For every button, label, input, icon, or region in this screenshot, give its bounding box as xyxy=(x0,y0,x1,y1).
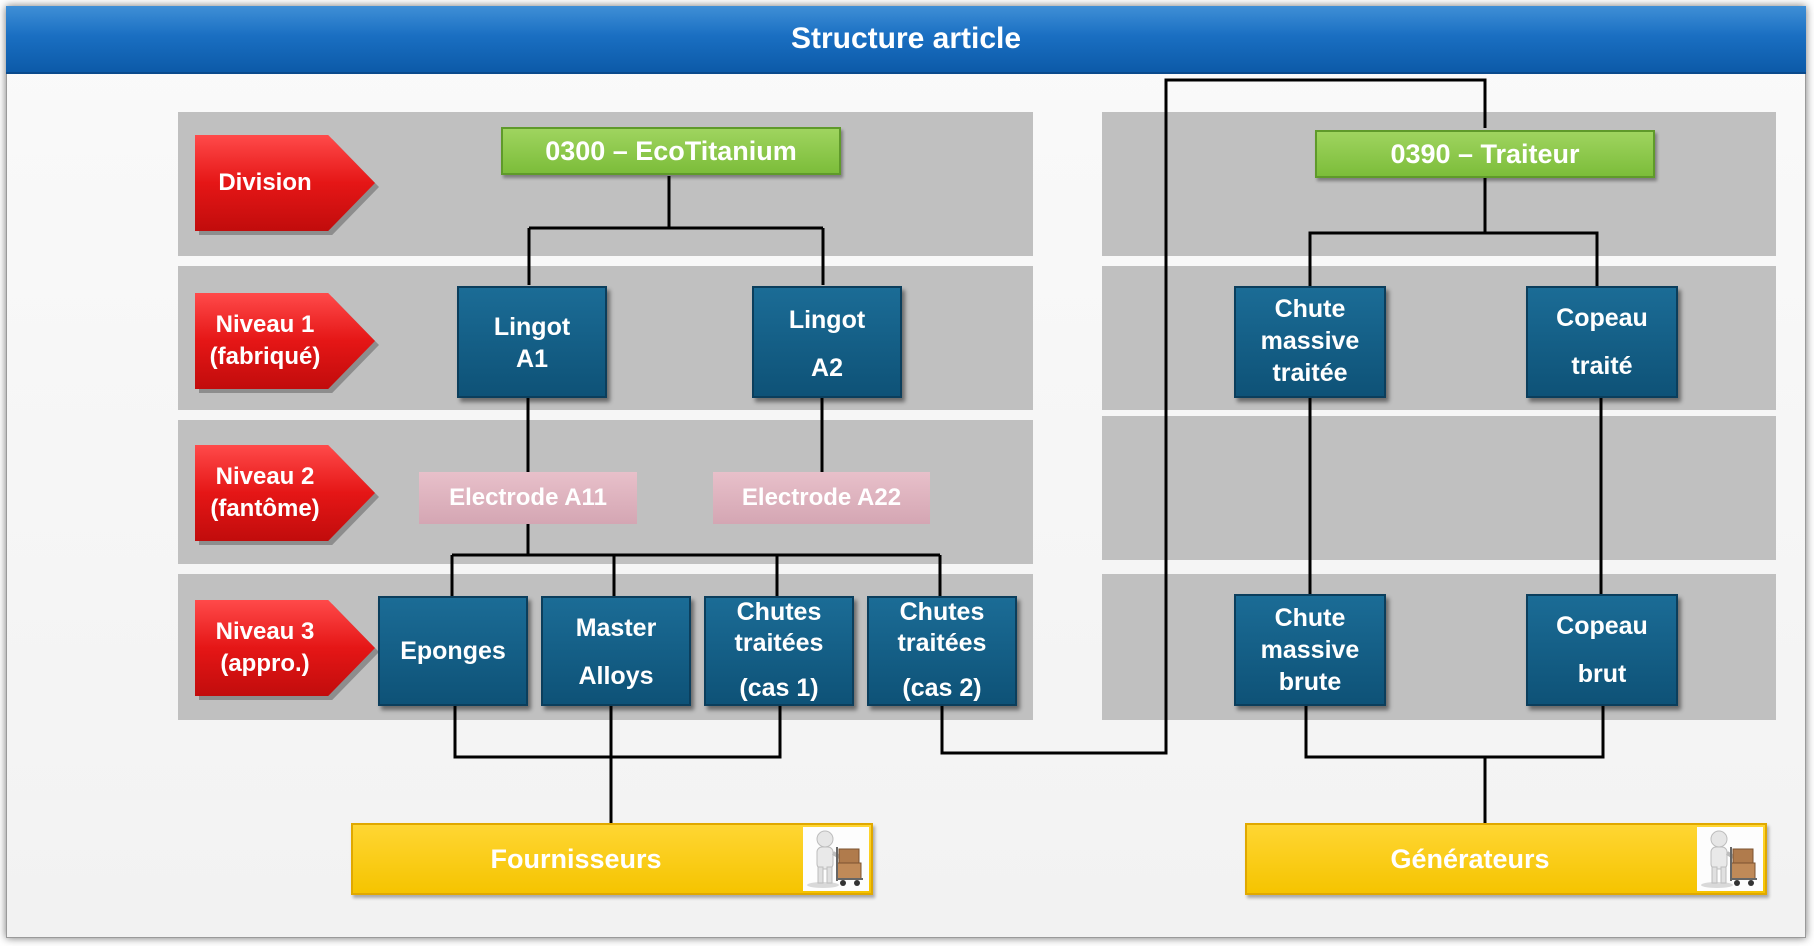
phantom-box-electrode-a22[interactable]: Electrode A22 xyxy=(713,472,930,524)
item-label: traitée xyxy=(1272,359,1348,387)
item-label: brut xyxy=(1577,660,1627,688)
level-label: Niveau 1 (fabriqué) xyxy=(209,311,321,370)
line-cas2-to-traiteur xyxy=(940,78,1487,755)
item-label: Lingot xyxy=(493,313,571,341)
item-label: (cas 2) xyxy=(902,674,982,702)
source-box-generateurs[interactable]: Générateurs xyxy=(1245,823,1767,895)
line-level3-right-to-generateurs xyxy=(1304,706,1605,826)
level-label: Niveau 3 (appro.) xyxy=(215,618,315,677)
item-label: traitées xyxy=(734,629,824,657)
item-label: Copeau xyxy=(1556,304,1648,332)
item-box-chute-massive-brute[interactable]: Chute massive brute xyxy=(1234,594,1386,706)
source-label: Fournisseurs xyxy=(490,843,662,874)
item-box-chutes-cas2[interactable]: Chutes traitées (cas 2) xyxy=(867,596,1017,706)
item-box-copeau-traite[interactable]: Copeau traité xyxy=(1526,286,1678,398)
phantom-box-electrode-a11[interactable]: Electrode A11 xyxy=(419,472,637,524)
line-level1-to-level3-right xyxy=(1308,398,1603,594)
item-label: Lingot xyxy=(788,306,866,334)
division-box-ecotitanium[interactable]: 0300 – EcoTitanium xyxy=(501,127,841,175)
item-label: A1 xyxy=(516,345,548,373)
item-label: Alloys xyxy=(578,662,654,690)
item-box-chutes-cas1[interactable]: Chutes traitées (cas 1) xyxy=(704,596,854,706)
item-box-chute-massive-traitee[interactable]: Chute massive traitée xyxy=(1234,286,1386,398)
item-label: massive xyxy=(1260,636,1360,664)
item-box-lingot-a2[interactable]: Lingot A2 xyxy=(752,286,902,398)
item-box-eponges[interactable]: Eponges xyxy=(378,596,528,706)
item-box-copeau-brut[interactable]: Copeau brut xyxy=(1526,594,1678,706)
item-label: (cas 1) xyxy=(739,674,819,702)
item-label: Copeau xyxy=(1556,612,1648,640)
source-box-fournisseurs[interactable]: Fournisseurs xyxy=(351,823,873,895)
level-label: Niveau 2 (fantôme) xyxy=(210,463,320,522)
line-lingots-to-electrodes xyxy=(526,398,824,555)
level-label: Division xyxy=(218,169,312,196)
item-label: Chute xyxy=(1274,295,1346,323)
line-electrode-to-level3 xyxy=(450,553,942,596)
line-division-left-to-lingots xyxy=(527,176,825,285)
item-box-lingot-a1[interactable]: Lingot A1 xyxy=(457,286,607,398)
item-label: traitées xyxy=(897,629,987,657)
item-label: Eponges xyxy=(400,637,506,665)
delivery-person-icon xyxy=(1697,827,1763,891)
source-label: Générateurs xyxy=(1390,843,1550,874)
item-label: Master xyxy=(575,614,657,642)
page-title: Structure article xyxy=(6,6,1806,74)
item-label: massive xyxy=(1260,327,1360,355)
band-level2-right xyxy=(1102,416,1776,560)
item-label: traité xyxy=(1571,352,1633,380)
delivery-person-icon xyxy=(803,827,869,891)
line-division-right-to-level1 xyxy=(1308,178,1599,286)
item-label: A2 xyxy=(811,354,843,382)
item-label: Chutes xyxy=(899,598,985,626)
line-level3-to-fournisseurs xyxy=(453,706,782,830)
item-box-master-alloys[interactable]: Master Alloys xyxy=(541,596,691,706)
item-label: Chute xyxy=(1274,604,1346,632)
division-box-traiteur[interactable]: 0390 – Traiteur xyxy=(1315,130,1655,178)
item-label: Chutes xyxy=(736,598,822,626)
item-label: brute xyxy=(1278,668,1342,696)
